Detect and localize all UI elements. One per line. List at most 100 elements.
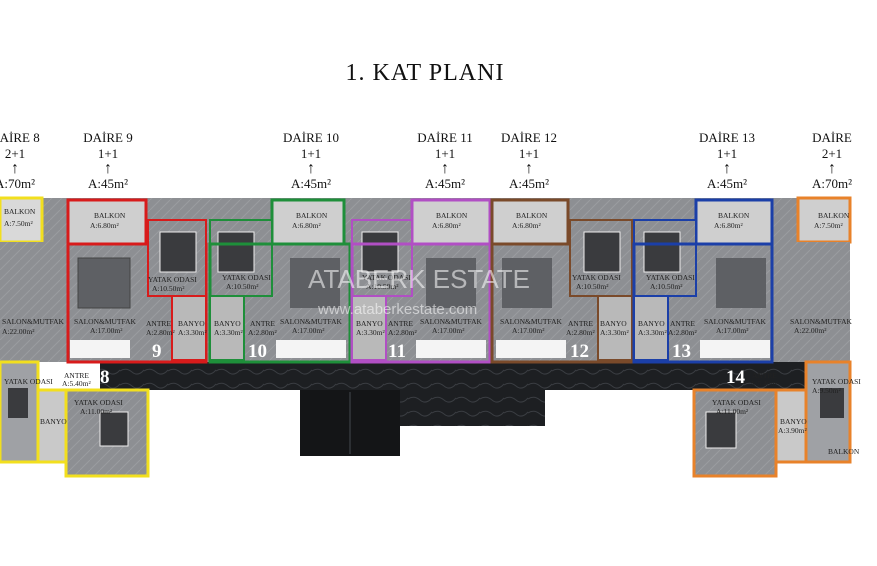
room-label: SALON&MUTFAK <box>2 317 65 326</box>
unit-area: A:45m² <box>424 176 465 191</box>
room-label: ANTRE <box>146 319 171 328</box>
room-area: A:2.80m² <box>248 328 277 337</box>
room-area: A:6.80m² <box>292 221 321 230</box>
unit-number: 14 <box>726 367 746 388</box>
up-arrow-icon: ↑ <box>11 160 19 177</box>
room-label: ANTRE <box>752 371 777 380</box>
unit-10 <box>208 198 352 364</box>
unit-area: A:45m² <box>706 176 747 191</box>
unit-area: A:45m² <box>290 176 331 191</box>
room-label: YATAK ODASI <box>812 377 861 386</box>
room-area: A:10.50m² <box>650 282 683 291</box>
room-area: A:9.50m² <box>812 386 841 395</box>
room-label: SALON&MUTFAK <box>280 317 343 326</box>
unit-type: 1+1 <box>300 146 322 161</box>
room-label: YATAK ODASI <box>712 398 761 407</box>
room-area: A:3.30m² <box>178 328 207 337</box>
room-area: A:3.90m² <box>778 426 807 435</box>
unit-12 <box>490 198 634 364</box>
unit-type: 1+1 <box>434 146 456 161</box>
unit-13 <box>632 198 774 364</box>
unit-number: 10 <box>248 341 267 362</box>
room-label: BALKON <box>828 447 860 456</box>
unit-header-12: DAİRE 12 1+1 ↑ A:45m² <box>484 130 574 192</box>
room-label: BANYO <box>178 319 205 328</box>
up-arrow-icon: ↑ <box>441 160 449 177</box>
room-area: A:10.50m² <box>226 282 259 291</box>
unit-number: 12 <box>570 341 589 362</box>
room-area: A:2.80m² <box>388 328 417 337</box>
room-label: BALKON <box>516 211 548 220</box>
room-area: A:6.80m² <box>90 221 119 230</box>
unit-header-10: DAİRE 10 1+1 ↑ A:45m² <box>266 130 356 192</box>
room-label: SALON&MUTFAK <box>500 317 563 326</box>
room-label: BALKON <box>718 211 750 220</box>
unit-header-13: DAİRE 13 1+1 ↑ A:45m² <box>682 130 772 192</box>
unit-name: DAİRE 10 <box>283 130 339 145</box>
room-area: A:10.50m² <box>152 284 185 293</box>
room-area: A:2.80m² <box>566 328 595 337</box>
room-label: BALKON <box>818 211 850 220</box>
room-label: ANTRE <box>64 371 89 380</box>
unit-14 <box>692 196 852 478</box>
floor-plan: BALKON A:7.50m² SALON&MUTFAK A:22.00m² A… <box>0 196 861 478</box>
room-area: A:17.00m² <box>292 326 325 335</box>
room-area: A:22.00m² <box>2 327 35 336</box>
unit-type: 2+1 <box>821 146 843 161</box>
room-labels: BALKON A:7.50m² SALON&MUTFAK A:22.00m² A… <box>2 207 861 456</box>
stair-landing <box>400 390 545 426</box>
unit-type: 1+1 <box>716 146 738 161</box>
room-label: BALKON <box>4 207 36 216</box>
room-area: A:2.80m² <box>146 328 175 337</box>
room-area: A:10.50m² <box>366 282 399 291</box>
watermark-brand: ATABERK ESTATE <box>308 264 530 294</box>
room-area: A:11.00m² <box>716 407 749 416</box>
unit-number: 8 <box>100 367 110 388</box>
unit-area: A:70m² <box>811 176 852 191</box>
unit-header-11: DAİRE 11 1+1 ↑ A:45m² <box>400 130 490 192</box>
unit-name: DAİRE 8 <box>0 130 40 145</box>
unit-header-14: DAİRE 2+1 ↑ A:70m² <box>787 130 877 192</box>
room-label: YATAK ODASI <box>74 398 123 407</box>
room-area: A:5.40m² <box>750 379 779 388</box>
room-area: A:7.50m² <box>814 221 843 230</box>
room-label: BANYO <box>356 319 383 328</box>
room-area: A:6.80m² <box>432 221 461 230</box>
unit-name: DAİRE 9 <box>83 130 133 145</box>
unit-area: A:45m² <box>87 176 128 191</box>
room-label: BANYO <box>638 319 665 328</box>
unit-area: A:70m² <box>0 176 35 191</box>
room-label: YATAK ODASI <box>646 273 695 282</box>
room-label: SALON&MUTFAK <box>420 317 483 326</box>
unit-header-8: DAİRE 8 2+1 ↑ A:70m² <box>0 130 60 192</box>
room-area: A:17.00m² <box>90 326 123 335</box>
unit-name: DAİRE 13 <box>699 130 755 145</box>
room-area: A:7.50m² <box>4 219 33 228</box>
corridor <box>100 362 850 390</box>
room-label: YATAK ODASI <box>362 273 411 282</box>
room-label: BANYO <box>600 319 627 328</box>
room-area: A:17.00m² <box>432 326 465 335</box>
unit-name: DAİRE 12 <box>501 130 557 145</box>
unit-number: 11 <box>388 341 406 362</box>
room-label: BALKON <box>94 211 126 220</box>
unit-9 <box>66 198 208 364</box>
room-label: ANTRE <box>670 319 695 328</box>
up-arrow-icon: ↑ <box>723 160 731 177</box>
unit-header-9: DAİRE 9 1+1 ↑ A:45m² <box>63 130 153 192</box>
room-label: YATAK ODASI <box>148 275 197 284</box>
room-label: ANTRE <box>250 319 275 328</box>
room-label: BALKON <box>296 211 328 220</box>
room-area: A:3.30m² <box>214 328 243 337</box>
room-area: A:17.00m² <box>512 326 545 335</box>
up-arrow-icon: ↑ <box>525 160 533 177</box>
room-area: A:17.00m² <box>716 326 749 335</box>
unit-numbers: 8 9 10 11 12 13 14 <box>100 341 746 388</box>
unit-type: 1+1 <box>97 146 119 161</box>
room-label: SALON&MUTFAK <box>74 317 137 326</box>
unit-type: 1+1 <box>518 146 540 161</box>
unit-number: 13 <box>672 341 691 362</box>
room-label: BANYO <box>214 319 241 328</box>
room-label: BALKON <box>436 211 468 220</box>
room-area: A:22.00m² <box>794 326 827 335</box>
